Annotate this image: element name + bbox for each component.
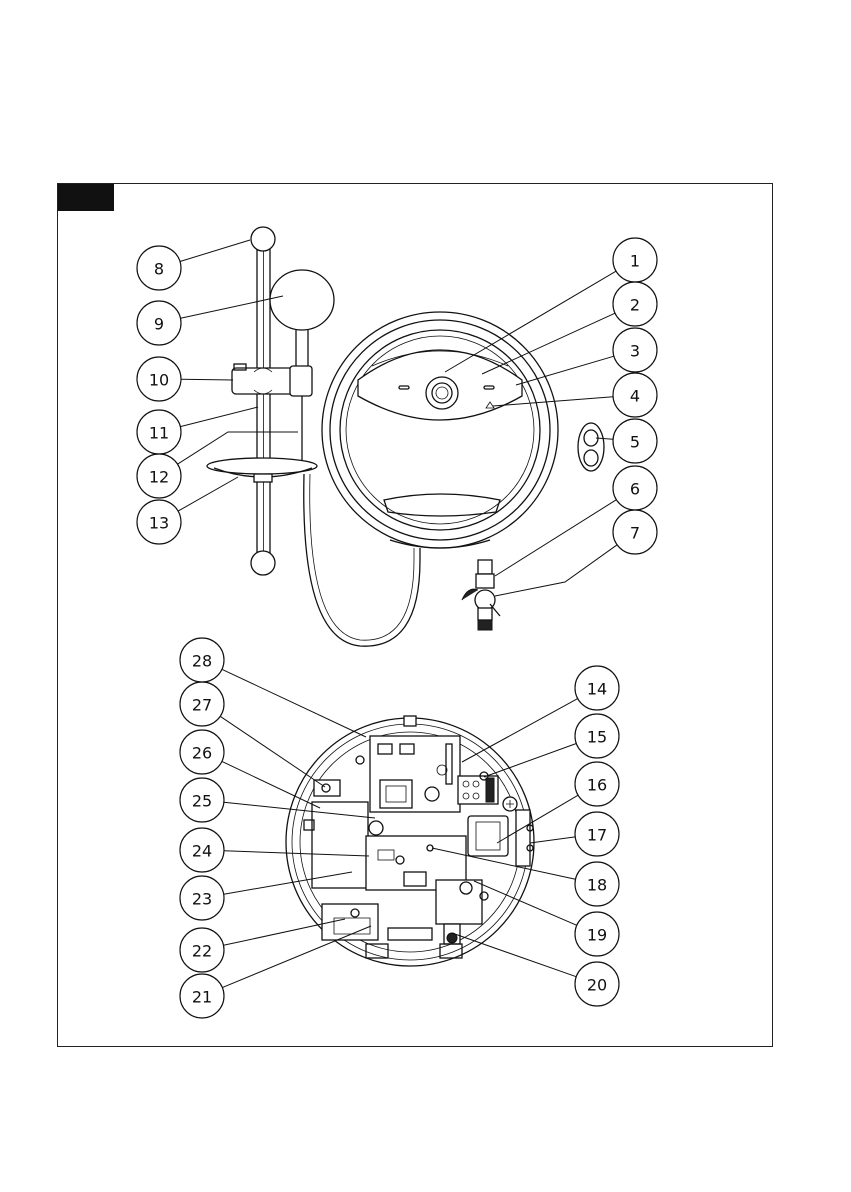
callout-number: 12 <box>149 468 169 487</box>
heating-tank <box>312 802 368 888</box>
remote-button <box>578 423 604 471</box>
callout-7: 7 <box>495 510 657 596</box>
callout-leader-line <box>222 926 371 988</box>
callout-number: 24 <box>192 842 212 861</box>
heater-outer-casing <box>322 312 558 548</box>
callout-leader-line <box>222 669 366 737</box>
callout-number: 18 <box>587 876 607 895</box>
callout-leader-line <box>181 379 233 380</box>
callout-number: 2 <box>630 296 640 315</box>
callout-leader-line <box>452 933 576 977</box>
rail-top-cap <box>251 227 275 251</box>
callout-leader-line <box>220 716 325 787</box>
rail-bottom-cap <box>251 551 275 575</box>
outlet-valve <box>436 880 482 924</box>
callout-number: 13 <box>149 514 169 533</box>
inlet-valve <box>462 560 500 630</box>
callout-leader-line <box>180 240 250 262</box>
callout-number: 15 <box>587 728 607 747</box>
callout-number: 26 <box>192 744 212 763</box>
shower-head <box>270 270 334 330</box>
callout-number: 25 <box>192 792 212 811</box>
callout-number: 28 <box>192 652 212 671</box>
callout-number: 17 <box>587 826 607 845</box>
callout-number: 23 <box>192 890 212 909</box>
callout-number: 21 <box>192 988 212 1007</box>
callout-number: 6 <box>630 480 640 499</box>
temperature-knob <box>426 377 458 409</box>
callout-number: 3 <box>630 342 640 361</box>
callout-number: 20 <box>587 976 607 995</box>
callout-leader-line <box>178 477 238 511</box>
callout-number: 1 <box>630 252 640 271</box>
callout-8: 8 <box>137 240 250 290</box>
callout-11: 11 <box>137 407 258 454</box>
callout-10: 10 <box>137 357 233 401</box>
internal-view <box>286 716 534 966</box>
callout-leader-line <box>495 545 617 596</box>
callout-number: 4 <box>630 387 640 406</box>
callout-number: 22 <box>192 942 212 961</box>
callout-number: 27 <box>192 696 212 715</box>
callout-number: 10 <box>149 371 169 390</box>
water-heater-unit <box>322 312 558 548</box>
callout-17: 17 <box>530 812 619 856</box>
callout-number: 5 <box>630 433 640 452</box>
callout-number: 7 <box>630 524 640 543</box>
callout-number: 8 <box>154 260 164 279</box>
callout-leader-line <box>530 837 575 843</box>
callout-number: 16 <box>587 776 607 795</box>
callout-number: 19 <box>587 926 607 945</box>
callout-number: 14 <box>587 680 607 699</box>
callout-leader-line <box>180 407 258 427</box>
callout-number: 11 <box>149 424 169 443</box>
callout-5: 5 <box>596 419 657 463</box>
callout-number: 9 <box>154 315 164 334</box>
callout-leader-line <box>462 699 578 762</box>
